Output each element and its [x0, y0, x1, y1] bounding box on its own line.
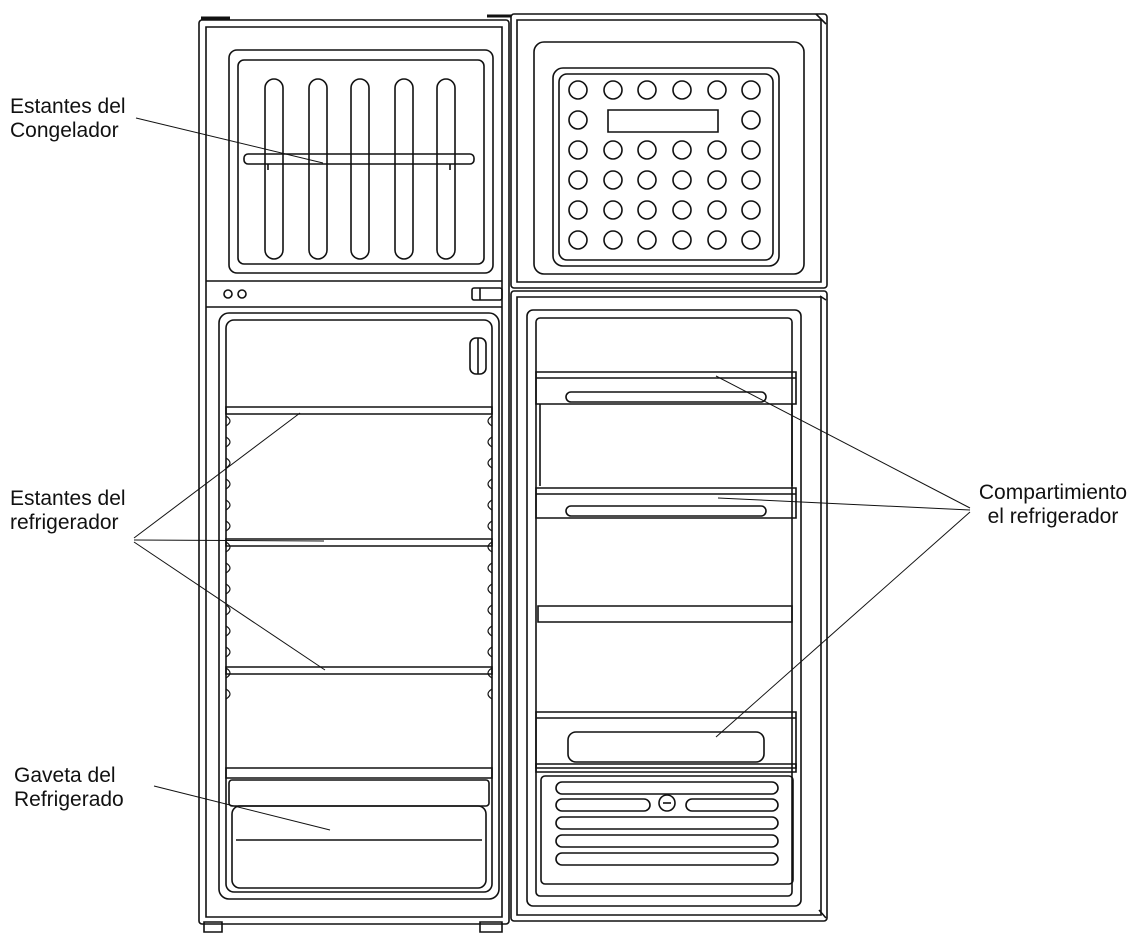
shelf-rails	[226, 416, 492, 699]
cabinet-body	[199, 18, 509, 932]
freezer-door-dimples	[569, 81, 760, 249]
door-bin-1	[536, 372, 796, 486]
door-bin-3	[538, 606, 792, 622]
freezer-compartment	[229, 50, 493, 273]
fridge-shelf-1	[226, 407, 492, 414]
door-bin-4	[536, 712, 796, 772]
freezer-door	[487, 14, 827, 288]
leader-lines	[134, 118, 970, 830]
label-fridge-drawer: Gaveta del Refrigerado	[14, 764, 124, 811]
fridge-shelf-3	[226, 667, 492, 674]
control-strip	[206, 281, 502, 307]
crisper-drawer	[226, 768, 492, 888]
fridge-door	[511, 291, 827, 921]
label-fridge-shelves: Estantes del refrigerador	[10, 487, 126, 534]
fridge-compartment	[219, 313, 499, 899]
freezer-shelf	[244, 154, 474, 170]
label-door-compartment: Compartimiento el refrigerador	[978, 481, 1128, 528]
fridge-shelf-2	[226, 539, 492, 546]
door-bin-2	[536, 488, 796, 518]
door-grille	[541, 776, 793, 884]
label-freezer-shelves: Estantes del Congelador	[10, 95, 126, 142]
